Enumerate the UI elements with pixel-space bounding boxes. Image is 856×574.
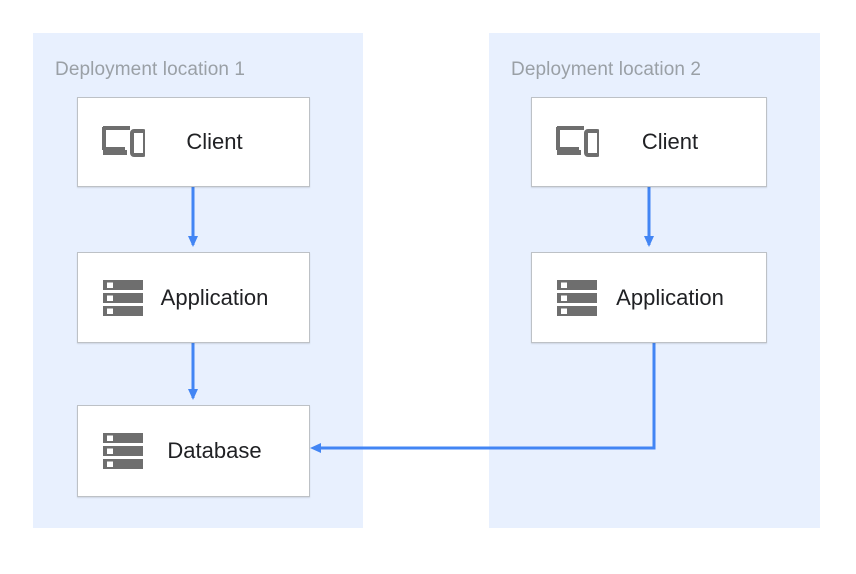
node-application-2-label: Application xyxy=(616,284,724,310)
node-client-2[interactable]: Client xyxy=(531,97,767,187)
node-application-1-label: Application xyxy=(160,284,269,310)
node-client-2-label: Client xyxy=(641,129,699,154)
deployment-zone-1-label: Deployment location 1 xyxy=(55,59,246,80)
node-database-1[interactable]: Database xyxy=(77,405,310,497)
node-client-1-label: Client xyxy=(186,129,243,154)
node-database-1-label: Database xyxy=(167,438,262,463)
server-icon xyxy=(100,275,146,321)
deployment-zone-2-label: Deployment location 2 xyxy=(511,59,702,80)
devices-icon xyxy=(100,119,146,165)
server-icon xyxy=(554,275,600,321)
node-client-1[interactable]: Client xyxy=(77,97,310,187)
node-application-1[interactable]: Application xyxy=(77,252,310,343)
node-application-2[interactable]: Application xyxy=(531,252,767,343)
devices-icon xyxy=(554,119,600,165)
server-icon xyxy=(100,428,146,474)
